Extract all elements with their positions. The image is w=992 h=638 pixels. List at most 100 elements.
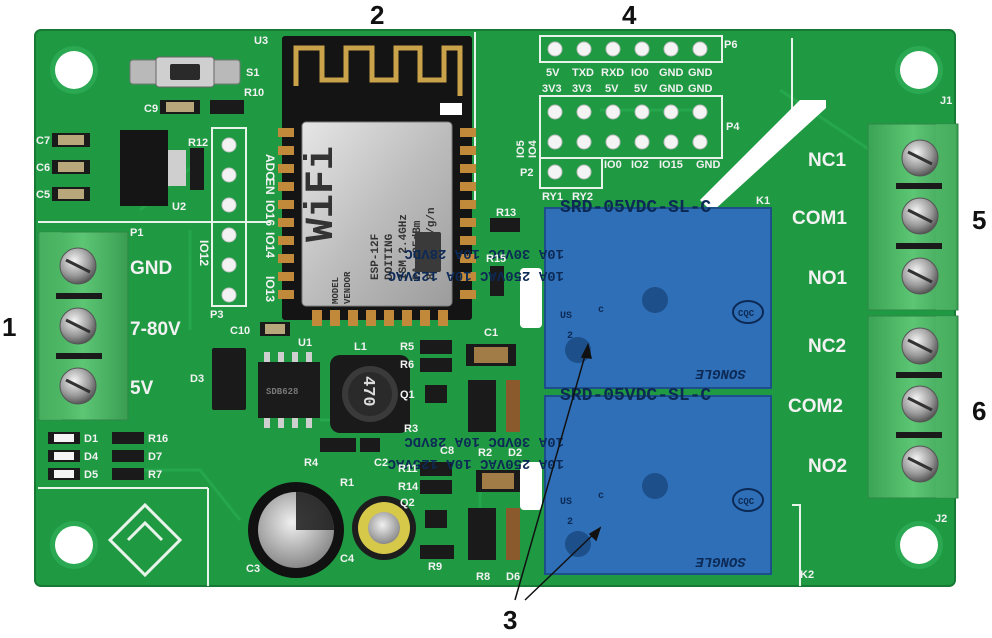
designator: C9 [144,103,158,115]
callout-5: 5 [972,205,987,235]
designator: U1 [298,337,312,349]
designator: S1 [246,67,259,79]
terminal-screw-icon[interactable] [901,197,939,235]
designator: Q2 [400,497,415,509]
power-label-vin: 7-80V [130,319,181,340]
power-terminal-block [37,231,129,421]
designator: R8 [476,571,490,583]
relay-cqc: CQC [738,309,755,319]
designator: C4 [340,553,355,565]
p3-label-adc: ADC [263,154,277,180]
designator: C3 [246,563,260,575]
designator: C6 [36,162,50,174]
esp-model-tag: MODEL [331,277,341,304]
designator: R4 [304,457,319,469]
designator: R5 [400,341,414,353]
designator: D5 [84,469,98,481]
esp-vendor-text: DOITING [384,233,396,280]
p2-label-ry1: RY1 [542,191,563,203]
designator: C10 [230,325,250,337]
designator: P4 [726,121,740,133]
terminal-screw-icon[interactable] [59,367,97,405]
p4-bottom-label-4: GND [696,159,721,171]
callout-arrows [514,342,602,601]
designator: R1 [340,477,354,489]
terminal-screw-icon[interactable] [901,257,939,295]
esp-module: WiFi ESP-12F DOITING ISM 2.4GHz PA +25dB… [278,36,476,326]
terminal-screw-icon[interactable] [59,307,97,345]
esp-brand-text: WiFi [300,146,345,242]
esp-shield [301,121,453,307]
p4-top-label-2: 3V3 [572,83,592,95]
p4-bottom-label-2: IO2 [631,159,649,171]
capacitor-c4 [352,496,416,560]
diode-d3 [212,348,246,410]
designator: C1 [484,327,498,339]
p3-label-io14: IO14 [263,232,277,258]
esp-vendor-tag: VENDOR [343,271,353,304]
designator: R2 [478,447,492,459]
smd-components [48,100,520,560]
relay-two: 2 [567,331,573,342]
designator: R7 [148,469,162,481]
designator: K2 [800,569,814,581]
designator: R11 [398,463,418,475]
power-label-5v: 5V [130,378,154,399]
terminal-screw-icon[interactable] [59,247,97,285]
designator: C2 [374,457,388,469]
designator: R6 [400,359,414,371]
p2-label-ry2: RY2 [572,191,593,203]
header-p6 [539,35,723,63]
inductor-l1: 470 [330,355,410,433]
designator: P1 [130,227,143,239]
designator: U3 [254,35,268,47]
relay1-label-no: NO1 [808,268,848,289]
terminal-screw-icon[interactable] [901,139,939,177]
relay1-label-com: COM1 [792,208,847,229]
designator: C5 [36,189,50,201]
callout-4: 4 [622,0,637,30]
voltage-regulator [120,130,186,206]
designator: P3 [210,309,223,321]
designator: C7 [36,135,50,147]
relay-c: c [598,491,604,502]
designator: Q1 [400,389,415,401]
p4-bottom-label-1: IO0 [604,159,622,171]
relay-us: US [560,497,572,508]
p4-top-label-1: 3V3 [542,83,562,95]
fcc-logo [415,232,441,272]
relay2-label-no: NO2 [808,456,847,477]
header-p4 [539,95,723,159]
power-label-gnd: GND [130,258,172,279]
p3-label-io13: IO13 [263,276,277,302]
designator: K1 [756,195,770,207]
p4-bottom-label-3: IO15 [659,159,683,171]
capacitor-c3 [248,482,344,578]
relay2-terminal-block [867,315,959,499]
isolation-slot [700,100,826,212]
designator: R16 [148,433,168,445]
header-p2 [539,157,603,189]
relay2-label-nc: NC2 [808,336,846,357]
p4-top-label-4: 5V [634,83,648,95]
terminal-screw-icon[interactable] [901,445,939,483]
p4-side-label-io4: IO4 [527,139,539,158]
inductor-value: 470 [358,376,377,407]
p4-top-label-5: GND [659,83,684,95]
designator: R3 [404,423,418,435]
terminal-screw-icon[interactable] [901,327,939,365]
designator: R10 [244,87,264,99]
relay-rating-2: 10A 30VDC 10A 28VDC [404,245,564,261]
ic-u1: SDB628 [258,352,320,428]
relay-model-text: SRD-05VDC-SL-C [560,198,711,218]
p6-label-rxd: RXD [601,67,624,79]
reset-button[interactable] [129,56,241,88]
designator: R13 [496,207,516,219]
designator: U2 [172,201,186,213]
relay-two: 2 [567,517,573,528]
relay-model-text: SRD-05VDC-SL-C [560,386,711,406]
designator: D4 [84,451,99,463]
terminal-screw-icon[interactable] [901,385,939,423]
relay-brand: SONGLE [695,365,746,381]
